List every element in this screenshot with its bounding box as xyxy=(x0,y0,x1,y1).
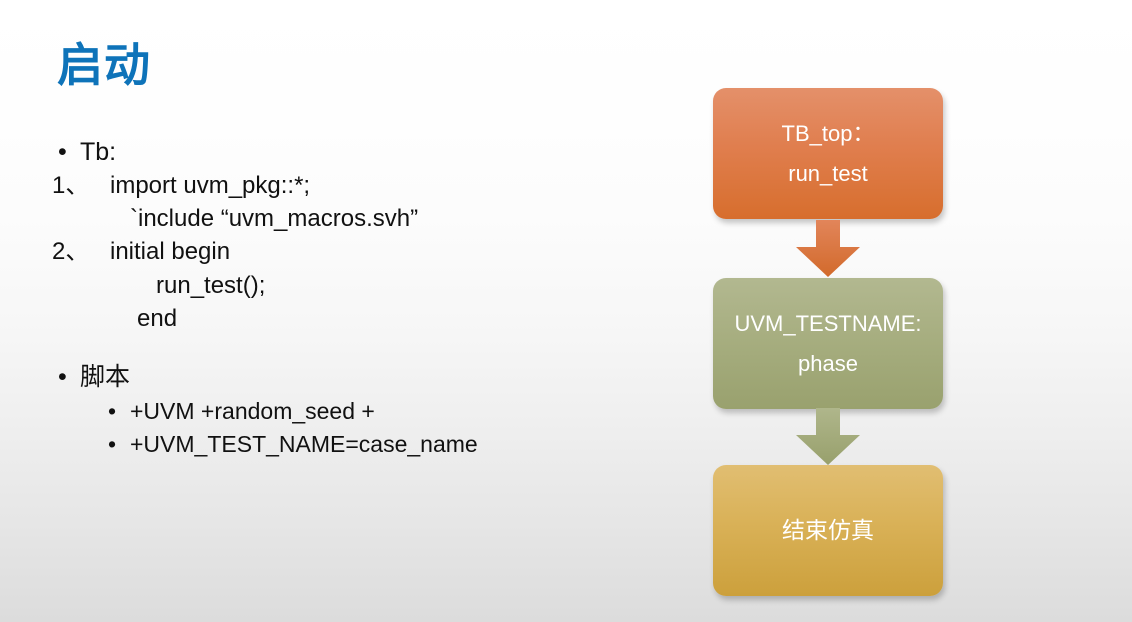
flow-node-uvm-testname-line1: UVM_TESTNAME: xyxy=(734,310,922,336)
flow-diagram: TB_top： run_test UVM_TESTNAME: phase xyxy=(713,88,945,598)
flow-node-tb-top-line1: TB_top： xyxy=(781,120,875,146)
page-title: 启动 xyxy=(57,39,151,91)
flow-node-end-sim-line1: 结束仿真 xyxy=(782,517,874,543)
content-spacer xyxy=(52,331,672,365)
flow-node-tb-top: TB_top： run_test xyxy=(713,88,943,219)
bullet-tb-label: Tb: xyxy=(80,138,117,166)
flow-node-end-sim: 结束仿真 xyxy=(713,465,943,596)
list-item-1-continuation: `include “uvm_macros.svh” xyxy=(130,205,419,233)
list-item-2-text: initial begin xyxy=(110,238,231,266)
content-body: • Tb: 1、 import uvm_pkg::*; `include “uv… xyxy=(52,140,672,457)
list-item-1-number: 1、 xyxy=(52,172,90,199)
list-item-2-number: 2、 xyxy=(52,238,90,266)
list-item-2-continuation: run_test(); xyxy=(156,271,266,299)
list-item-1-text: import uvm_pkg::*; xyxy=(110,172,311,199)
list-item-1: 1、 import uvm_pkg::*; xyxy=(52,173,672,198)
arrow-down-orange-icon xyxy=(795,220,861,278)
bullet-script: • 脚本 xyxy=(52,362,672,391)
sub-bullet-test-name-text: +UVM_TEST_NAME=case_name xyxy=(130,431,478,458)
bullet-script-label: 脚本 xyxy=(80,362,131,391)
arrow-down-green-icon xyxy=(795,408,861,466)
sub-bullet-test-name: • +UVM_TEST_NAME=case_name xyxy=(52,432,672,456)
bullet-marker-icon: • xyxy=(58,362,67,391)
sub-bullet-random-seed: • +UVM +random_seed + xyxy=(52,399,672,423)
bullet-marker-icon: • xyxy=(58,138,67,166)
list-item-2: 2、 initial begin xyxy=(52,239,672,264)
sub-bullet-marker-icon: • xyxy=(108,431,117,458)
flow-node-uvm-testname: UVM_TESTNAME: phase xyxy=(713,278,943,409)
sub-bullet-random-seed-text: +UVM +random_seed + xyxy=(130,397,375,424)
flow-node-uvm-testname-line2: phase xyxy=(798,350,858,376)
list-item-2-end: end xyxy=(137,304,178,332)
bullet-tb: • Tb: xyxy=(52,140,672,165)
flow-node-tb-top-line2: run_test xyxy=(788,160,868,186)
sub-bullet-marker-icon: • xyxy=(108,397,117,424)
